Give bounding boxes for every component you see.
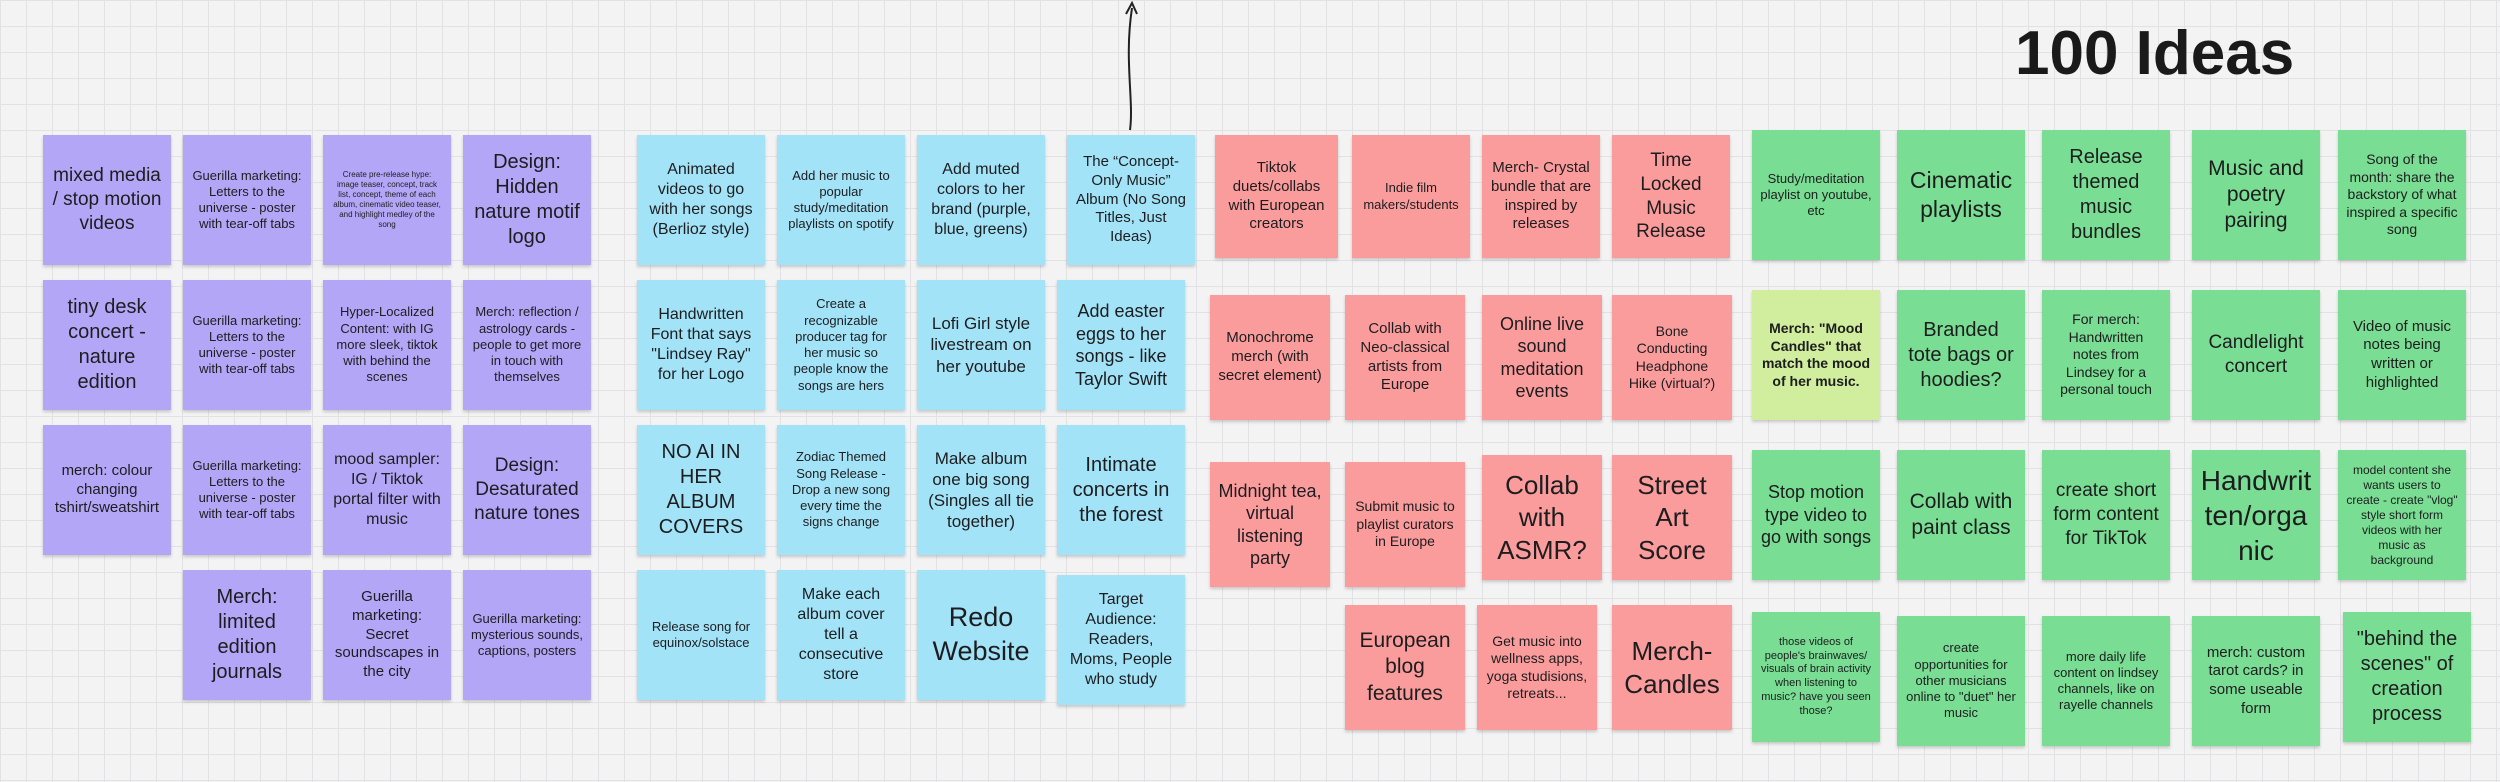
- sticky-note-purple[interactable]: mood sampler: IG / Tiktok portal filter …: [323, 425, 451, 555]
- sticky-note-purple[interactable]: merch: colour changing tshirt/sweatshirt: [43, 425, 171, 555]
- sticky-note-green[interactable]: Branded tote bags or hoodies?: [1897, 290, 2025, 420]
- sticky-note-blue[interactable]: Add muted colors to her brand (purple, b…: [917, 135, 1045, 265]
- sticky-note-blue[interactable]: Target Audience: Readers, Moms, People w…: [1057, 575, 1185, 705]
- sticky-note-blue[interactable]: Release song for equinox/solstace: [637, 570, 765, 700]
- sticky-note-red[interactable]: Collab with ASMR?: [1482, 455, 1602, 580]
- sticky-note-blue[interactable]: Make album one big song (Singles all tie…: [917, 425, 1045, 555]
- sticky-note-red[interactable]: Midnight tea, virtual listening party: [1210, 462, 1330, 587]
- board-title[interactable]: 100 Ideas: [2015, 19, 2295, 88]
- sticky-note-red[interactable]: Online live sound meditation events: [1482, 295, 1602, 420]
- sticky-note-red[interactable]: Monochrome merch (with secret element): [1210, 295, 1330, 420]
- sticky-note-blue[interactable]: Lofi Girl style livestream on her youtub…: [917, 280, 1045, 410]
- sticky-note-green[interactable]: those videos of people's brainwaves/ vis…: [1752, 612, 1880, 742]
- sticky-note-blue[interactable]: Make each album cover tell a consecutive…: [777, 570, 905, 700]
- sticky-note-blue[interactable]: NO AI IN HER ALBUM COVERS: [637, 425, 765, 555]
- sticky-note-purple[interactable]: Design: Hidden nature motif logo: [463, 135, 591, 265]
- sticky-note-purple[interactable]: Hyper-Localized Content: with IG more sl…: [323, 280, 451, 410]
- sticky-note-green[interactable]: Music and poetry pairing: [2192, 130, 2320, 260]
- sticky-note-green[interactable]: Cinematic playlists: [1897, 130, 2025, 260]
- sticky-note-red[interactable]: Time Locked Music Release: [1612, 135, 1730, 258]
- sticky-note-purple[interactable]: Create pre-release hype: image teaser, c…: [323, 135, 451, 265]
- sticky-note-green[interactable]: Collab with paint class: [1897, 450, 2025, 580]
- sticky-note-red[interactable]: Tiktok duets/collabs with European creat…: [1215, 135, 1338, 258]
- arrow-up-connector-icon[interactable]: [1120, 0, 1144, 135]
- sticky-note-red[interactable]: Get music into wellness apps, yoga studi…: [1477, 605, 1597, 730]
- sticky-note-purple[interactable]: Merch: limited edition journals: [183, 570, 311, 700]
- sticky-note-green[interactable]: Handwritten/organic: [2192, 450, 2320, 580]
- sticky-note-purple[interactable]: Merch: reflection / astrology cards - pe…: [463, 280, 591, 410]
- sticky-note-red[interactable]: Collab with Neo-classical artists from E…: [1345, 295, 1465, 420]
- sticky-note-blue[interactable]: Zodiac Themed Song Release - Drop a new …: [777, 425, 905, 555]
- sticky-note-green[interactable]: Video of music notes being written or hi…: [2338, 290, 2466, 420]
- sticky-note-red[interactable]: European blog features: [1345, 605, 1465, 730]
- sticky-note-blue[interactable]: Intimate concerts in the forest: [1057, 425, 1185, 555]
- sticky-note-blue[interactable]: Redo Website: [917, 570, 1045, 700]
- sticky-note-green[interactable]: model content she wants users to create …: [2338, 450, 2466, 580]
- sticky-note-lime[interactable]: Merch: "Mood Candles" that match the moo…: [1752, 290, 1880, 420]
- sticky-note-green[interactable]: Candlelight concert: [2192, 290, 2320, 420]
- sticky-note-red[interactable]: Indie film makers/students: [1352, 135, 1470, 258]
- sticky-note-red[interactable]: Bone Conducting Headphone Hike (virtual?…: [1612, 295, 1732, 420]
- sticky-note-purple[interactable]: Guerilla marketing: Letters to the unive…: [183, 425, 311, 555]
- sticky-note-green[interactable]: create short form content for TikTok: [2042, 450, 2170, 580]
- sticky-note-purple[interactable]: Design: Desaturated nature tones: [463, 425, 591, 555]
- sticky-note-blue[interactable]: Create a recognizable producer tag for h…: [777, 280, 905, 410]
- sticky-note-blue[interactable]: The “Concept-Only Music” Album (No Song …: [1067, 135, 1195, 265]
- sticky-note-purple[interactable]: Guerilla marketing: mysterious sounds, c…: [463, 570, 591, 700]
- sticky-note-purple[interactable]: tiny desk concert - nature edition: [43, 280, 171, 410]
- sticky-note-red[interactable]: Street Art Score: [1612, 455, 1732, 580]
- sticky-note-green[interactable]: "behind the scenes" of creation process: [2343, 612, 2471, 742]
- sticky-note-purple[interactable]: mixed media / stop motion videos: [43, 135, 171, 265]
- sticky-note-green[interactable]: Study/meditation playlist on youtube, et…: [1752, 130, 1880, 260]
- sticky-note-green[interactable]: Song of the month: share the backstory o…: [2338, 130, 2466, 260]
- sticky-note-red[interactable]: Submit music to playlist curators in Eur…: [1345, 462, 1465, 587]
- sticky-note-green[interactable]: more daily life content on lindsey chann…: [2042, 616, 2170, 746]
- sticky-note-red[interactable]: Merch-Candles: [1612, 605, 1732, 730]
- sticky-note-purple[interactable]: Guerilla marketing: Secret soundscapes i…: [323, 570, 451, 700]
- sticky-note-blue[interactable]: Handwritten Font that says "Lindsey Ray"…: [637, 280, 765, 410]
- sticky-note-green[interactable]: create opportunities for other musicians…: [1897, 616, 2025, 746]
- sticky-note-blue[interactable]: Add easter eggs to her songs - like Tayl…: [1057, 280, 1185, 410]
- sticky-note-purple[interactable]: Guerilla marketing: Letters to the unive…: [183, 280, 311, 410]
- sticky-note-red[interactable]: Merch- Crystal bundle that are inspired …: [1482, 135, 1600, 258]
- sticky-note-blue[interactable]: Add her music to popular study/meditatio…: [777, 135, 905, 265]
- sticky-note-green[interactable]: For merch: Handwritten notes from Lindse…: [2042, 290, 2170, 420]
- sticky-note-green[interactable]: Release themed music bundles: [2042, 130, 2170, 260]
- sticky-note-purple[interactable]: Guerilla marketing: Letters to the unive…: [183, 135, 311, 265]
- sticky-note-blue[interactable]: Animated videos to go with her songs (Be…: [637, 135, 765, 265]
- sticky-note-green[interactable]: merch: custom tarot cards? in some useab…: [2192, 616, 2320, 746]
- sticky-note-green[interactable]: Stop motion type video to go with songs: [1752, 450, 1880, 580]
